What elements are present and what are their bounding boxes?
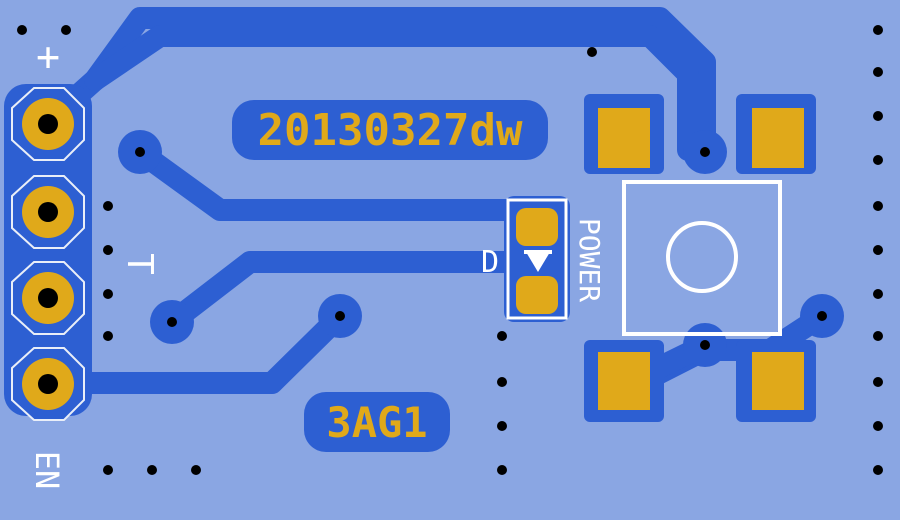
via-6-hole — [817, 311, 827, 321]
trace-middle-upper — [129, 141, 551, 221]
part-code-text: 3AG1 — [326, 398, 427, 447]
pin-2 — [11, 175, 85, 249]
header-copper-block — [4, 84, 92, 416]
button-pad-3 — [598, 352, 650, 410]
tactile-button — [584, 94, 816, 422]
power-label: POWER — [573, 218, 606, 302]
pin-3 — [11, 261, 85, 335]
pin-plus-label: + — [36, 34, 60, 80]
button-circle — [666, 221, 738, 293]
trace-middle-lower — [161, 251, 551, 333]
button-outline — [622, 180, 782, 336]
button-pad-4 — [752, 352, 804, 410]
header-copper — [4, 84, 92, 416]
date-code-copper — [232, 100, 548, 160]
pin-en-label: EN — [28, 451, 66, 490]
date-code-text: 20130327dw — [258, 105, 523, 156]
pin-1 — [11, 87, 85, 161]
button-pad-2 — [752, 108, 804, 168]
vias — [118, 130, 844, 367]
diode-arrow-icon — [526, 252, 550, 272]
trace-en — [37, 305, 351, 394]
via-3-hole — [335, 311, 345, 321]
part-code-copper — [304, 392, 450, 452]
pin-4 — [11, 347, 85, 421]
via-2-hole — [167, 317, 177, 327]
via-1-hole — [135, 147, 145, 157]
trace-top-inner — [84, 25, 699, 161]
pin-t-label: T — [119, 253, 160, 275]
via-4-hole — [700, 147, 710, 157]
via-5-hole — [700, 340, 710, 350]
pin-header — [11, 87, 85, 421]
diode-label: D — [481, 245, 499, 280]
diode-jumper — [504, 196, 570, 322]
drill-dots — [17, 25, 883, 475]
button-pad-1 — [598, 108, 650, 168]
